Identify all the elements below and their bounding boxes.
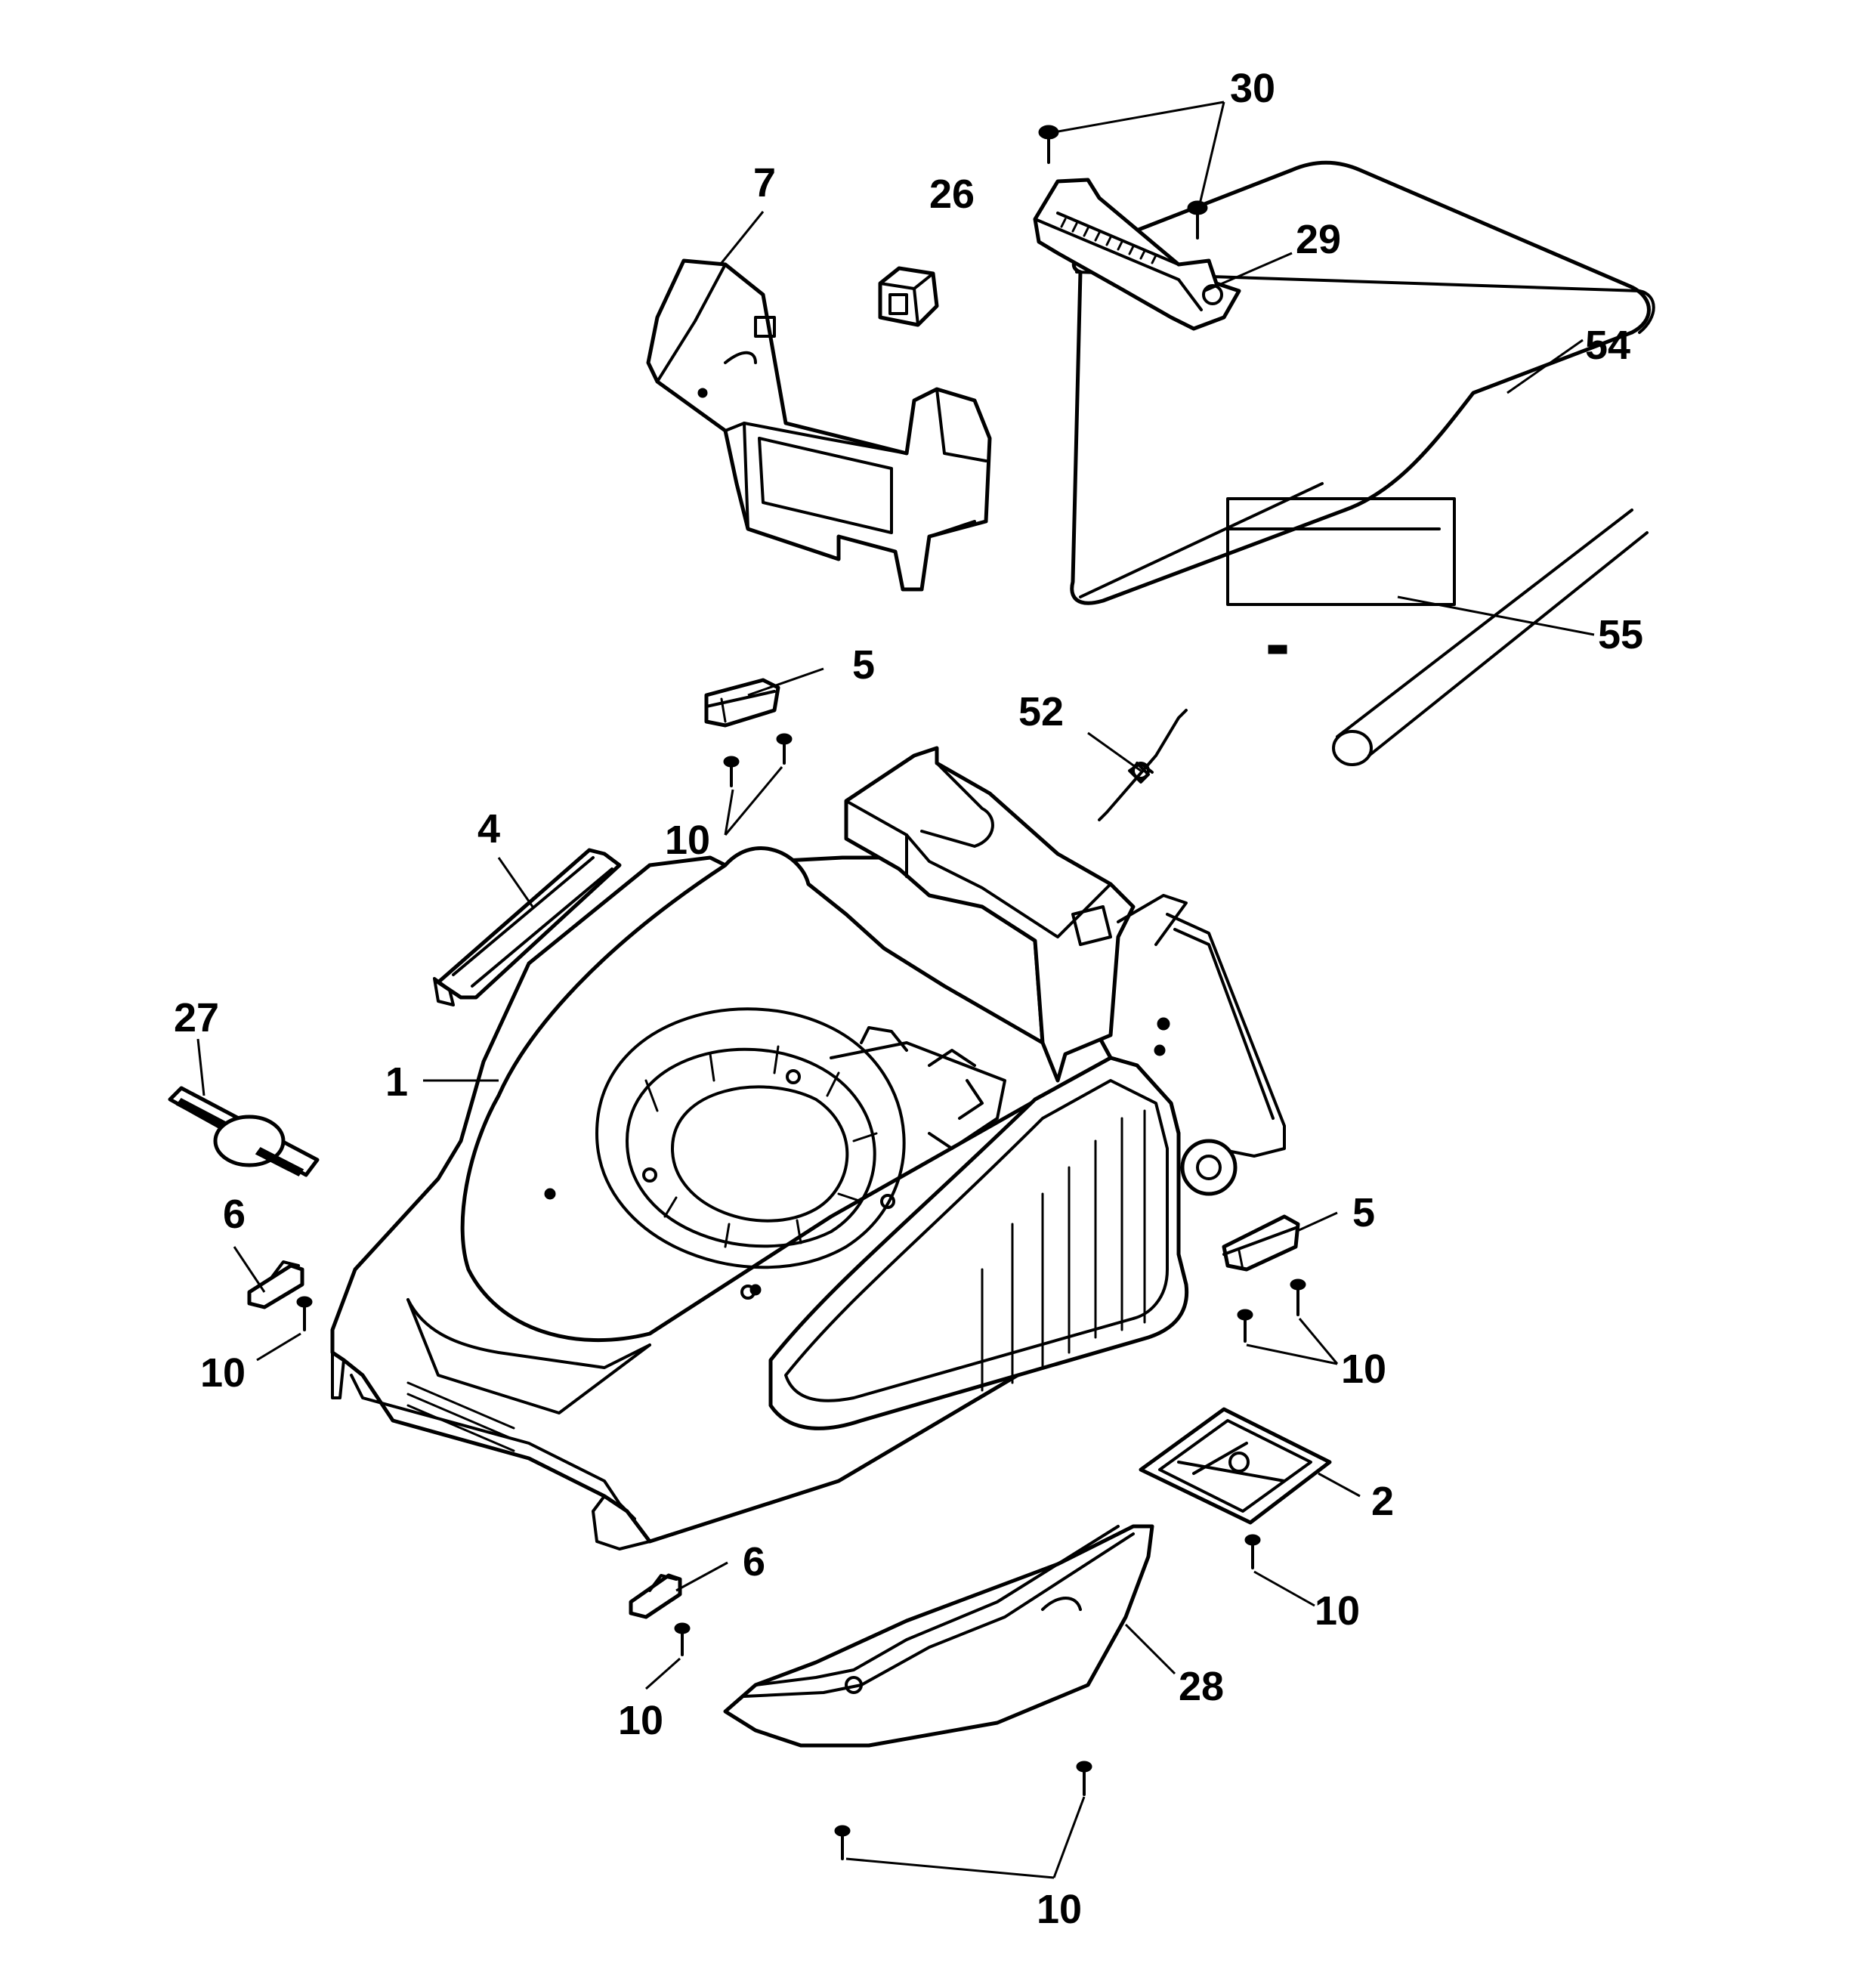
callout-55: 55 bbox=[1598, 612, 1643, 657]
part-10-screws bbox=[296, 733, 1306, 1860]
callout-5-upper: 5 bbox=[852, 642, 875, 688]
part-52-spring bbox=[1098, 709, 1188, 821]
callout-10-right: 10 bbox=[1341, 1346, 1386, 1392]
callout-numbers: 30 7 26 29 54 55 5 52 10 4 27 1 6 10 5 1… bbox=[174, 66, 1643, 1932]
part-7-rear-bracket bbox=[646, 258, 992, 592]
callout-26: 26 bbox=[929, 172, 975, 217]
impeller-ribs bbox=[644, 1045, 878, 1248]
callout-27: 27 bbox=[174, 995, 219, 1040]
callout-5-right: 5 bbox=[1352, 1190, 1375, 1235]
callout-7: 7 bbox=[753, 160, 776, 206]
callout-52: 52 bbox=[1018, 689, 1064, 734]
side-vents bbox=[981, 1109, 1146, 1392]
callout-10-lower-left: 10 bbox=[618, 1698, 663, 1743]
part-28-bumper bbox=[723, 1524, 1154, 1748]
callout-30: 30 bbox=[1230, 66, 1275, 111]
callout-6-lower: 6 bbox=[743, 1539, 765, 1585]
callout-10-bottom: 10 bbox=[1037, 1887, 1082, 1932]
callout-54: 54 bbox=[1585, 323, 1630, 368]
callout-10-plate: 10 bbox=[1315, 1588, 1360, 1634]
part-54-lid bbox=[1070, 160, 1655, 766]
front-grille bbox=[406, 1381, 515, 1452]
part-29-carry-handle bbox=[1033, 178, 1241, 331]
callout-10-upper: 10 bbox=[665, 818, 710, 863]
part-2-plate bbox=[1139, 1407, 1332, 1525]
callout-6-left: 6 bbox=[223, 1192, 246, 1237]
callout-1: 1 bbox=[385, 1059, 408, 1105]
callout-28: 28 bbox=[1179, 1664, 1224, 1709]
part-4-bar bbox=[433, 848, 622, 1006]
callout-29: 29 bbox=[1296, 217, 1341, 262]
callout-10-left: 10 bbox=[200, 1350, 246, 1396]
part-6-clip-left bbox=[247, 1260, 304, 1309]
callout-2: 2 bbox=[1371, 1479, 1394, 1524]
grip-ridges bbox=[1060, 218, 1157, 264]
part-27-badge bbox=[168, 1086, 320, 1177]
part-1-deck bbox=[330, 746, 1286, 1551]
callout-4: 4 bbox=[477, 806, 500, 852]
part-5-skid-upper bbox=[704, 678, 780, 728]
part-6-clip-lower bbox=[629, 1573, 682, 1619]
part-26-block bbox=[878, 266, 939, 327]
leader-lines bbox=[196, 100, 1595, 1879]
part-5-skid-right bbox=[1222, 1214, 1300, 1272]
